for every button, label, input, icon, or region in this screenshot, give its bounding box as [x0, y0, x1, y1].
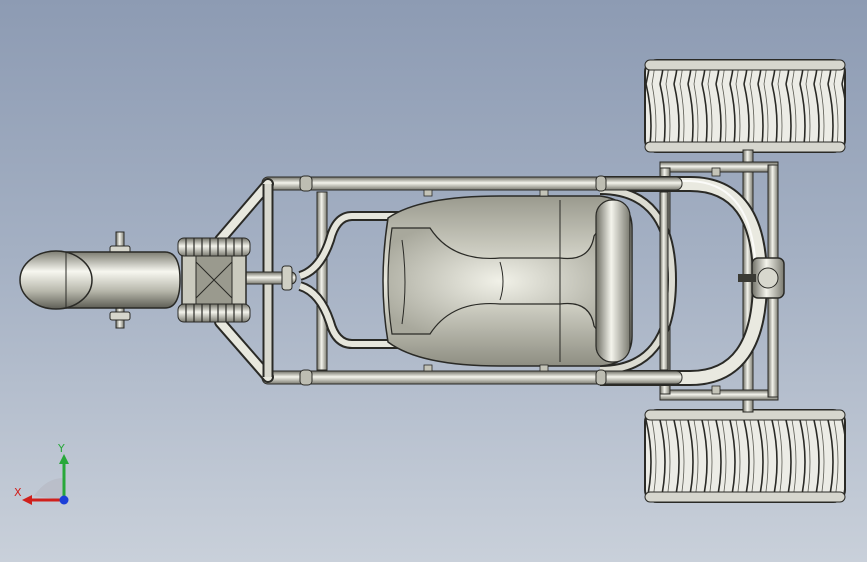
y-axis-label: Y	[57, 442, 65, 455]
seat[interactable]	[382, 195, 633, 367]
y-axis-arrow-icon	[59, 454, 69, 464]
rear-hub[interactable]	[738, 257, 785, 299]
orientation-triad[interactable]: X Y	[12, 440, 82, 510]
steering-column[interactable]	[235, 265, 297, 291]
rear-wheel-bottom[interactable]	[644, 409, 846, 503]
cross-members	[316, 191, 669, 371]
front-angled-rails	[214, 178, 274, 383]
seat-back-hoop	[599, 185, 678, 375]
front-wheel[interactable]	[19, 250, 181, 310]
triad-plane-shade	[34, 478, 64, 500]
seat-mount	[298, 211, 430, 349]
front-suspension[interactable]	[177, 237, 251, 323]
z-axis-dot-icon	[59, 495, 69, 505]
rear-wheel-top[interactable]	[644, 59, 846, 153]
x-axis-arrow-icon	[22, 495, 32, 505]
x-axis-label: X	[14, 486, 22, 499]
rail-brackets	[423, 167, 721, 395]
